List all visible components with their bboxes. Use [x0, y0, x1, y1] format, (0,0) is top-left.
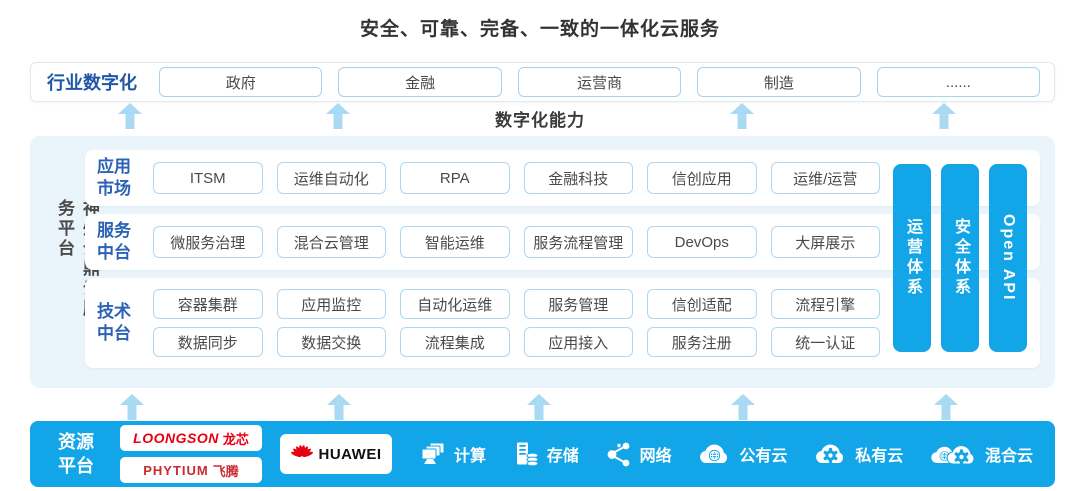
private-cloud-icon [816, 444, 844, 464]
resource-item-public-cloud: 公有云 [698, 442, 787, 466]
hybrid-cloud-icon [931, 445, 975, 465]
industry-item-operator: 运营商 [517, 67, 682, 97]
pillar-operation-system: 运营体系 [893, 164, 931, 352]
tech-chip-app-monitor: 应用监控 [276, 289, 386, 319]
service-platform-label: 服务中台 [97, 220, 131, 262]
resource-item-label: 计算 [454, 448, 487, 465]
resource-item-hybrid-cloud: 混合云 [930, 442, 1033, 466]
resource-platform-label: 资源平台 [58, 431, 94, 476]
service-platform-row: 服务中台 微服务治理 混合云管理 智能运维 服务流程管理 DevOps 大屏展示 [85, 214, 1040, 270]
industry-item-more: ...... [876, 67, 1041, 97]
up-arrow-icon [730, 103, 754, 129]
app-chip-fintech: 金融科技 [523, 162, 633, 194]
svc-chip-dashboard: 大屏展示 [770, 226, 880, 258]
huawei-logo: HUAWEI [280, 434, 392, 474]
tech-chip-container-cluster: 容器集群 [153, 289, 263, 319]
phytium-brand-text: PHYTIUM [143, 462, 209, 478]
up-arrow-icon [327, 394, 351, 420]
pillar-security-system: 安全体系 [941, 164, 979, 352]
chip-vendor-logos: LOONGSON 龙芯 PHYTIUM 飞腾 [120, 425, 262, 483]
tech-platform-row: 技术中台 容器集群 应用监控 自动化运维 服务管理 信创适配 流程引擎 数据同步… [85, 278, 1040, 368]
tech-chip-xinchuang-adapt: 信创适配 [647, 289, 757, 319]
resource-items: 计算 存储 [420, 441, 1033, 468]
tech-chip-flow-engine: 流程引擎 [770, 289, 880, 319]
resource-item-label: 存储 [546, 448, 579, 465]
storage-icon [516, 442, 539, 466]
up-arrow-icon [932, 103, 956, 129]
app-market-label: 应用市场 [97, 156, 131, 198]
app-chip-xinchuang-app: 信创应用 [647, 162, 757, 194]
resource-item-network: 网络 [606, 441, 672, 468]
pillar-open-api: Open API [989, 164, 1027, 352]
app-market-row: 应用市场 ITSM 运维自动化 RPA 金融科技 信创应用 运维/运营 [85, 150, 1040, 206]
tech-chip-app-access: 应用接入 [523, 327, 633, 357]
svc-chip-hybrid-cloud-mgmt: 混合云管理 [276, 226, 386, 258]
loongson-logo: LOONGSON 龙芯 [120, 425, 262, 451]
resource-item-storage: 存储 [513, 441, 579, 468]
svc-chip-service-flow: 服务流程管理 [523, 226, 633, 258]
industry-item-manufacturing: 制造 [697, 67, 861, 97]
resource-item-label: 混合云 [984, 448, 1033, 465]
compute-icon [421, 442, 445, 464]
tech-chip-unified-auth: 统一认证 [770, 327, 880, 357]
svc-chip-aiops: 智能运维 [400, 226, 510, 258]
resource-platform-bar: 资源平台 LOONGSON 龙芯 PHYTIUM 飞腾 [30, 421, 1055, 487]
phytium-cn-text: 飞腾 [212, 463, 239, 479]
loongson-brand-text: LOONGSON [133, 430, 219, 446]
huawei-brand-text: HUAWEI [318, 445, 382, 463]
app-chip-ops-operation: 运维/运营 [770, 162, 880, 194]
app-chip-rpa: RPA [400, 162, 510, 194]
up-arrow-icon [527, 394, 551, 420]
network-icon [607, 442, 629, 466]
industry-digitalization-row: 行业数字化 政府 金融 运营商 制造 ...... [30, 62, 1055, 102]
tech-chip-service-registry: 服务注册 [647, 327, 757, 357]
tech-chip-service-mgmt: 服务管理 [523, 289, 633, 319]
loongson-cn-text: 龙芯 [222, 431, 249, 447]
tech-platform-label: 技术中台 [97, 301, 131, 343]
up-arrow-icon [731, 394, 755, 420]
up-arrow-icon [326, 103, 350, 129]
tech-chip-auto-ops: 自动化运维 [400, 289, 510, 319]
platform-panel: 神州云鼎云服务平台 应用市场 ITSM 运维自动化 RPA 金融科技 信创应用 … [30, 136, 1055, 388]
huawei-flower-icon [290, 445, 313, 458]
svc-chip-microservice: 微服务治理 [153, 226, 263, 258]
svc-chip-devops: DevOps [647, 226, 757, 258]
industry-item-finance: 金融 [338, 67, 502, 97]
resource-item-private-cloud: 私有云 [814, 442, 903, 466]
phytium-logo: PHYTIUM 飞腾 [120, 457, 262, 483]
up-arrow-icon [118, 103, 142, 129]
app-chip-itsm: ITSM [153, 162, 263, 194]
resource-item-label: 私有云 [855, 448, 904, 465]
tech-chip-flow-integration: 流程集成 [400, 327, 510, 357]
tech-chip-data-sync: 数据同步 [153, 327, 263, 357]
tech-chip-data-exchange: 数据交换 [276, 327, 386, 357]
resource-item-compute: 计算 [420, 441, 486, 468]
resource-item-label: 网络 [639, 448, 672, 465]
page-title: 安全、可靠、完备、一致的一体化云服务 [359, 19, 720, 40]
up-arrow-icon [120, 394, 144, 420]
resource-item-label: 公有云 [739, 448, 788, 465]
industry-row-label: 行业数字化 [47, 73, 137, 93]
digital-capability-label: 数字化能力 [495, 111, 585, 130]
up-arrow-icon [934, 394, 958, 420]
public-cloud-icon [700, 444, 728, 463]
industry-item-government: 政府 [159, 67, 323, 97]
app-chip-ops-automation: 运维自动化 [276, 162, 386, 194]
